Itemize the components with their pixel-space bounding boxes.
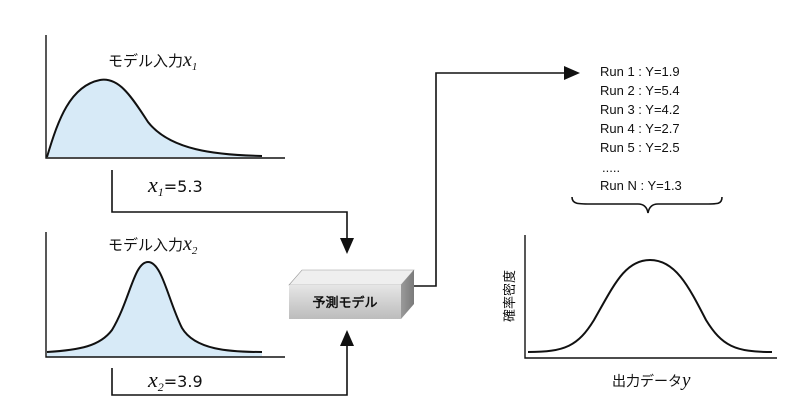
- run-item: Run 4 : Y=2.7: [600, 121, 680, 136]
- run-item-last: Run N : Y=1.3: [600, 178, 682, 193]
- input-1-axes: [45, 35, 285, 159]
- connector-model-output: [414, 72, 566, 287]
- input-2-curve: [46, 260, 263, 353]
- model-block-side: [401, 270, 414, 319]
- output-distribution-panel: 確率密度 出力データy: [502, 235, 777, 391]
- output-xlabel: 出力データy: [612, 370, 691, 391]
- results-brace: [571, 196, 723, 214]
- model-block-front: [289, 285, 401, 319]
- arrowhead-input-1: [340, 238, 354, 254]
- connector-input-1: [111, 170, 348, 240]
- input-2-fill: [47, 262, 262, 357]
- input-2-panel: モデル入力x2 x2=3.9: [45, 232, 285, 394]
- run-item: Run 2 : Y=5.4: [600, 83, 680, 98]
- connector-input-2: [111, 344, 348, 396]
- output-axes: [524, 235, 777, 359]
- input-1-label: モデル入力x1: [108, 49, 197, 73]
- output-ylabel: 確率密度: [502, 270, 518, 322]
- input-1-curve: [46, 78, 263, 158]
- input-2-axes: [45, 232, 285, 358]
- input-1-fill: [47, 79, 262, 157]
- input-1-value: x1=5.3: [147, 172, 203, 199]
- arrowhead-input-2: [340, 330, 354, 346]
- prediction-model-block: 予測モデル: [288, 269, 415, 319]
- input-2-value: x2=3.9: [147, 367, 203, 394]
- run-results-list: Run 1 : Y=1.9 Run 2 : Y=5.4 Run 3 : Y=4.…: [600, 64, 682, 193]
- input-1-panel: モデル入力x1 x1=5.3: [45, 35, 285, 199]
- model-block-label: 予測モデル: [312, 295, 377, 311]
- input-2-label: モデル入力x2: [108, 233, 198, 257]
- run-ellipsis: .....: [602, 160, 620, 175]
- run-item: Run 3 : Y=4.2: [600, 102, 680, 117]
- run-item: Run 5 : Y=2.5: [600, 140, 680, 155]
- arrowhead-output: [564, 66, 580, 80]
- output-curve: [527, 258, 773, 353]
- run-item: Run 1 : Y=1.9: [600, 64, 680, 79]
- model-block-top: [288, 269, 415, 286]
